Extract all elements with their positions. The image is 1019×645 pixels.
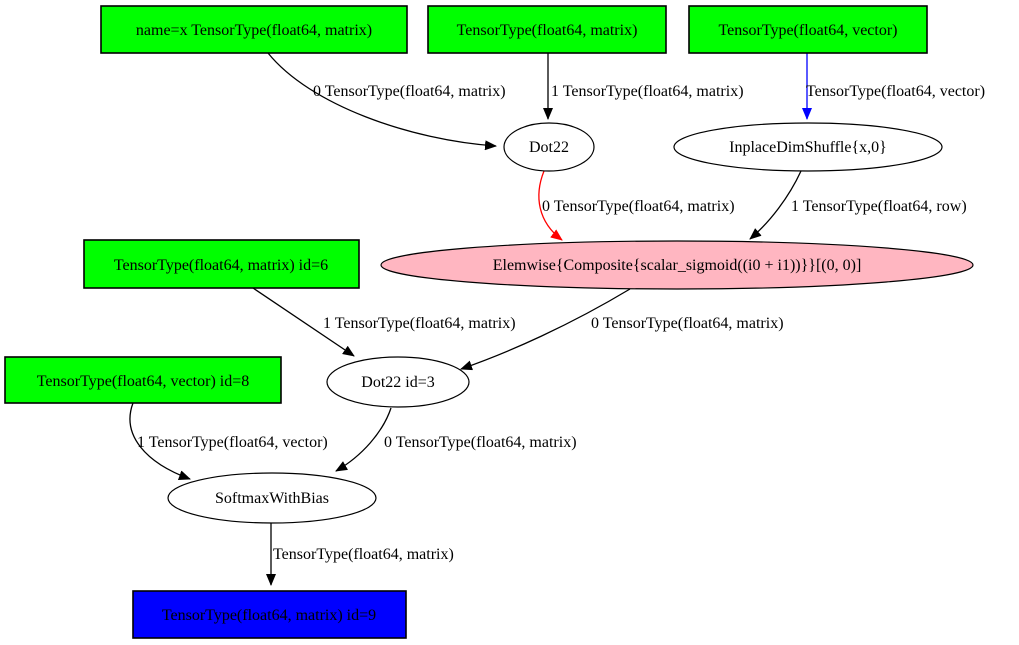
node-input-w-shape (427, 5, 667, 54)
node-elemwise-sigmoid: Elemwise{Composite{scalar_sigmoid((i0 + … (380, 240, 974, 290)
node-input-id8-shape (4, 356, 282, 404)
edge-label-id6-to-dot3: 1 TensorType(float64, matrix) (323, 315, 516, 332)
edge-label-id8-to-softmax: 1 TensorType(float64, vector) (137, 434, 328, 451)
edge-id6-to-dot3 (252, 287, 355, 357)
node-dimshuffle-label: InplaceDimShuffle{x,0} (729, 139, 887, 156)
node-input-b-label: TensorType(float64, vector) (718, 22, 897, 39)
node-input-w-label: TensorType(float64, matrix) (457, 22, 638, 39)
node-input-x-shape (100, 5, 408, 54)
node-output-id9-shape (132, 590, 407, 639)
node-input-id6-label: TensorType(float64, matrix) id=6 (114, 257, 328, 274)
node-input-x-label: name=x TensorType(float64, matrix) (136, 22, 372, 39)
node-dot22-id3-shape (326, 356, 470, 408)
edges (129, 52, 812, 586)
node-dimshuffle: InplaceDimShuffle{x,0} (673, 122, 943, 172)
edge-label-w-to-dot22: 1 TensorType(float64, matrix) (551, 83, 744, 100)
edge-label-dot22-to-elemwise: 0 TensorType(float64, matrix) (542, 198, 735, 215)
node-softmax-with-bias: SoftmaxWithBias (167, 472, 377, 524)
node-output-id9: TensorType(float64, matrix) id=9 (132, 590, 407, 639)
edge-label-dot3-to-softmax: 0 TensorType(float64, matrix) (384, 434, 577, 451)
edge-id8-to-softmax (129, 402, 191, 480)
edge-label-elemwise-to-dot3: 0 TensorType(float64, matrix) (591, 315, 784, 332)
node-dimshuffle-shape (673, 122, 943, 172)
node-input-id8-label: TensorType(float64, vector) id=8 (37, 373, 250, 390)
node-softmax-with-bias-shape (167, 472, 377, 524)
edge-dot22-to-elemwise (538, 170, 563, 241)
node-input-w: TensorType(float64, matrix) (427, 5, 667, 54)
node-softmax-with-bias-label: SoftmaxWithBias (215, 490, 329, 507)
edge-label-dimshuffle-to-elemwise: 1 TensorType(float64, row) (791, 198, 967, 215)
node-input-id6: TensorType(float64, matrix) id=6 (83, 239, 360, 289)
node-input-id6-shape (83, 239, 360, 289)
edge-elemwise-to-dot3 (460, 288, 631, 371)
node-dot22-id3: Dot22 id=3 (326, 356, 470, 408)
node-input-id8: TensorType(float64, vector) id=8 (4, 356, 282, 404)
node-dot22-label: Dot22 (529, 139, 569, 156)
node-elemwise-sigmoid-shape (380, 240, 974, 290)
node-dot22-id3-label: Dot22 id=3 (361, 374, 434, 391)
node-input-x: name=x TensorType(float64, matrix) (100, 5, 408, 54)
edge-x-to-dot22 (267, 52, 497, 151)
edge-label-softmax-to-output: TensorType(float64, matrix) (273, 546, 454, 563)
node-input-b-shape (688, 5, 928, 54)
edge-dimshuffle-to-elemwise (749, 170, 802, 240)
edge-label-x-to-dot22: 0 TensorType(float64, matrix) (313, 83, 506, 100)
node-output-id9-label: TensorType(float64, matrix) id=9 (162, 607, 376, 624)
node-dot22: Dot22 (503, 122, 595, 172)
edge-labels: 0 TensorType(float64, matrix) 1 TensorTy… (137, 83, 985, 563)
edge-dot3-to-softmax (335, 407, 392, 472)
node-dot22-shape (503, 122, 595, 172)
node-elemwise-sigmoid-label: Elemwise{Composite{scalar_sigmoid((i0 + … (493, 257, 862, 274)
node-input-b: TensorType(float64, vector) (688, 5, 928, 54)
edge-label-b-to-dimshuffle: TensorType(float64, vector) (806, 83, 985, 100)
